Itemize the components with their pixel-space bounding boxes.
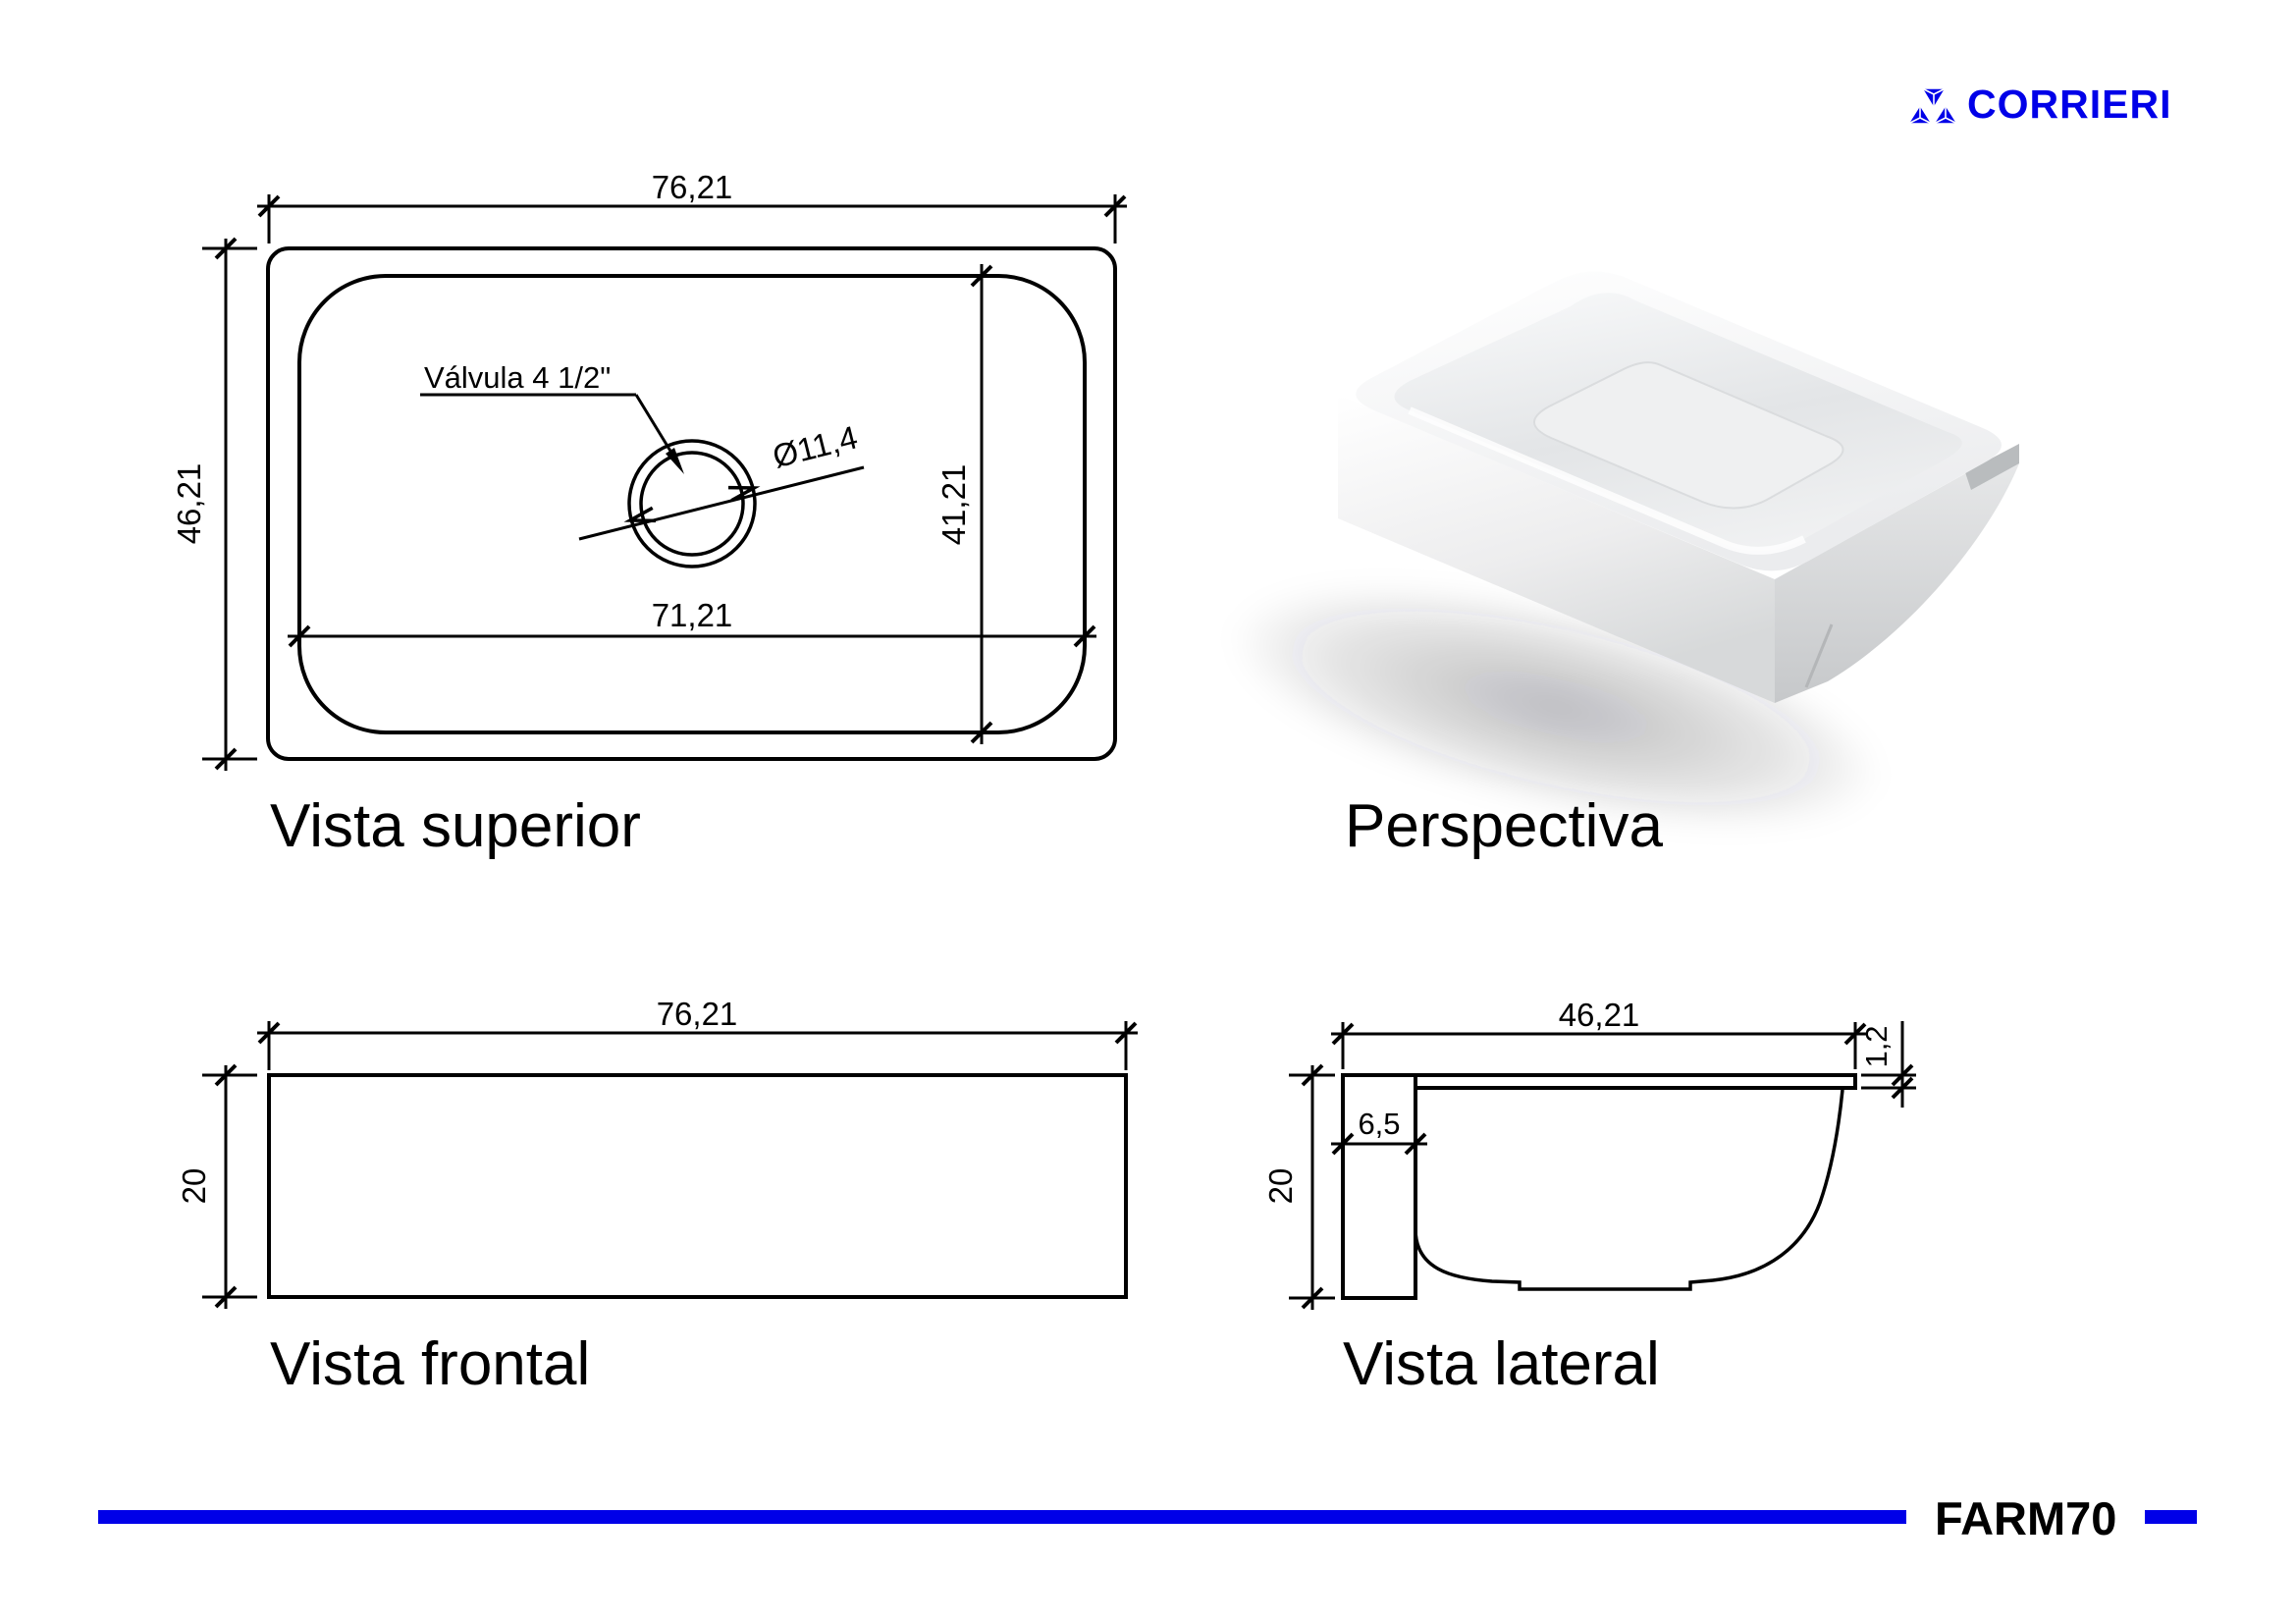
sink-seam-line (1804, 623, 1834, 688)
sink-rim-flange (1965, 444, 2019, 490)
drain-outer-circle (627, 439, 757, 568)
front-view-dim-height (202, 1063, 257, 1309)
top-view-label: Vista superior (270, 792, 641, 860)
sink-apron-face (1338, 395, 1775, 703)
side-view-apron-value: 6,5 (1358, 1107, 1400, 1141)
sink-right-face (1775, 444, 2019, 703)
top-view-dim-bowl-width (288, 624, 1096, 648)
brand-triangles-icon (1906, 87, 1959, 125)
side-view-bowl-profile (1414, 1088, 1844, 1291)
top-view-dim-depth (202, 237, 257, 771)
footer-rule-line (98, 1510, 1906, 1524)
side-view (1289, 1021, 1916, 1310)
top-view-dim-bowl-depth (970, 264, 993, 744)
sink-bowl-bottom (1533, 361, 1844, 510)
front-view-label: Vista frontal (270, 1330, 590, 1398)
side-view-dim-rim (1861, 1021, 1916, 1108)
drain-diameter-dim (578, 465, 865, 541)
front-view-outline (267, 1073, 1128, 1299)
side-view-dim-apron (1331, 1132, 1427, 1156)
side-view-rim-value: 1,2 (1859, 1025, 1894, 1067)
side-view-dim-depth (1331, 1022, 1867, 1069)
top-view-dim-width (257, 194, 1127, 243)
sink-rim-highlight (1408, 406, 1806, 555)
top-view-bowl-outline (297, 274, 1087, 734)
sink-shadow (1229, 585, 1883, 829)
tick (1103, 194, 1127, 218)
side-view-rim (1343, 1073, 1857, 1090)
top-view-outer-outline (266, 246, 1117, 761)
perspective-label: Perspectiva (1345, 792, 1663, 860)
side-view-height-value: 20 (1262, 1168, 1299, 1205)
top-view-width-value: 76,21 (652, 169, 733, 205)
drain-inner-circle (639, 451, 745, 557)
leader-arrowhead (666, 448, 684, 474)
front-view (202, 1021, 1138, 1309)
drain-note: Válvula 4 1/2" (424, 360, 611, 395)
product-code: FARM70 (1935, 1492, 2117, 1544)
top-view-bowl-depth-value: 41,21 (935, 464, 972, 546)
drain-diameter-value: Ø11,4 (769, 418, 861, 474)
front-view-height-value: 20 (176, 1168, 212, 1205)
side-view-label: Vista lateral (1343, 1330, 1660, 1398)
perspective-view (1229, 271, 2019, 829)
drain-leader (420, 393, 684, 474)
tick (257, 194, 281, 218)
front-view-width-value: 76,21 (657, 996, 738, 1032)
top-view (202, 194, 1127, 771)
brand-logo: CORRIERI (1902, 81, 2171, 126)
brand-name: CORRIERI (1967, 81, 2172, 127)
top-view-bowl-width-value: 71,21 (652, 597, 733, 633)
side-view-depth-value: 46,21 (1559, 997, 1640, 1033)
footer-rule-dash (2145, 1510, 2197, 1524)
front-view-dim-width (257, 1021, 1138, 1070)
top-view-depth-value: 46,21 (171, 463, 207, 545)
side-view-dim-height (1289, 1063, 1335, 1310)
